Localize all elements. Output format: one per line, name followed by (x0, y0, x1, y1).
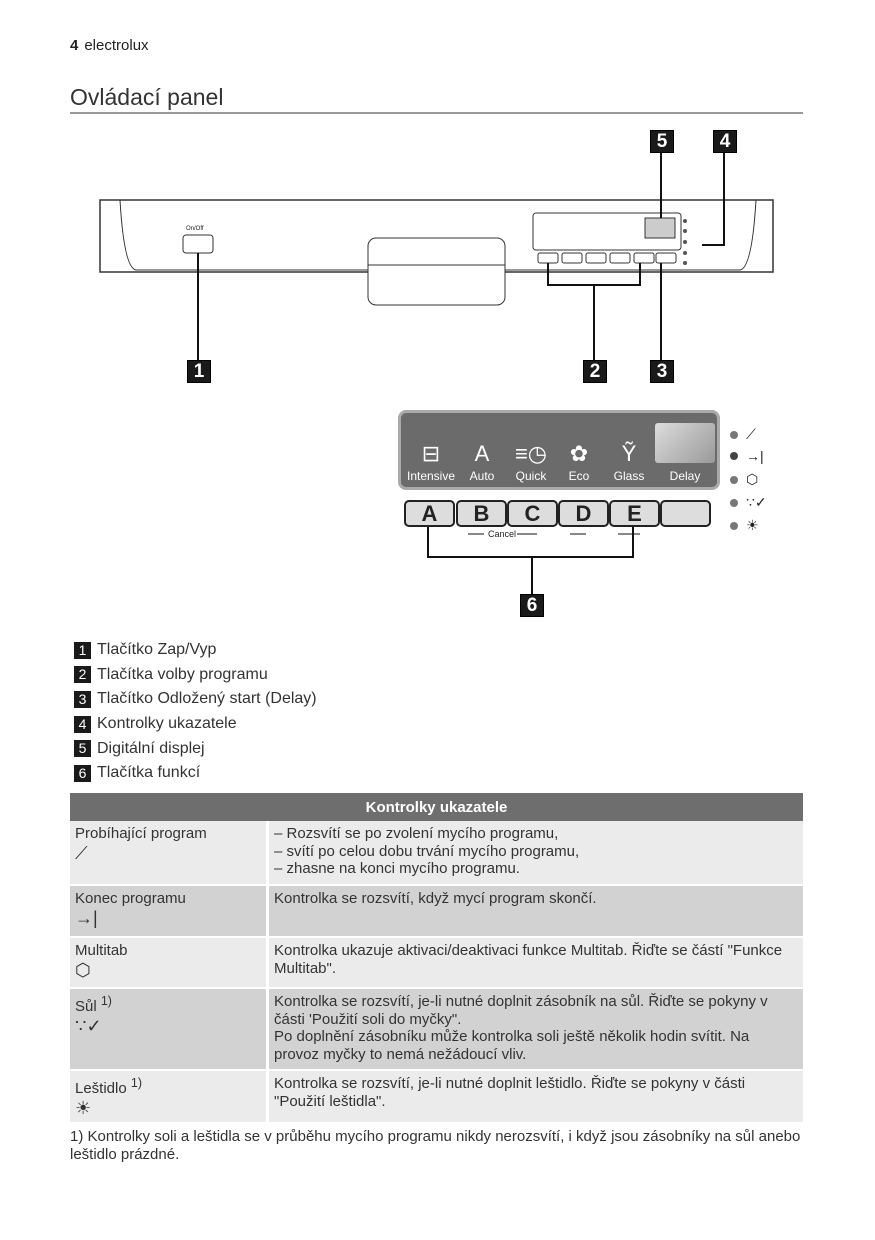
table-row: Leštidlo 1)☀Kontrolka se rozsvítí, je-li… (70, 1070, 803, 1124)
program-quick[interactable]: ≡◷Quick (505, 421, 557, 483)
brush-icon: ⟋ (75, 842, 88, 863)
indicator-salt: ∵✓ (730, 494, 767, 511)
rinse-aid-icon: ☀ (75, 1097, 92, 1118)
indicators-table: Kontrolky ukazatele Probíhající program⟋… (70, 793, 803, 1124)
multitab-icon: ⬡ (75, 959, 91, 980)
key-a[interactable]: A (404, 500, 455, 527)
end-arrow-icon: →| (746, 448, 764, 464)
callout-5: 5 (650, 130, 674, 153)
salt-icon: ∵✓ (746, 494, 767, 510)
end-arrow-icon: →| (75, 907, 98, 928)
indicator-program-running: ⟋ (730, 426, 756, 443)
dishwasher-panel-diagram (99, 150, 774, 360)
eco-flower-icon: ✿ (569, 441, 589, 466)
key-e[interactable]: E (609, 500, 660, 527)
key-d[interactable]: D (558, 500, 609, 527)
table-row: Multitab⬡Kontrolka ukazuje aktivaci/deak… (70, 937, 803, 989)
section-title: Ovládací panel (70, 84, 224, 110)
footnote: 1) Kontrolky soli a leštidla se v průběh… (70, 1128, 801, 1163)
key-delay[interactable] (660, 500, 711, 527)
key-b[interactable]: B (456, 500, 507, 527)
table-row: Probíhající program⟋– Rozsvítí se po zvo… (70, 821, 803, 886)
callout-lines (427, 527, 640, 594)
indicator-rinse-aid: ☀ (730, 517, 759, 534)
callout-2: 2 (583, 360, 607, 383)
quick-clock-icon: ≡◷ (514, 441, 548, 466)
cancel-label: Cancel (488, 529, 517, 539)
indicator-end: →| (730, 448, 764, 464)
program-eco[interactable]: ✿Eco (555, 421, 603, 483)
auto-icon: A (474, 441, 490, 466)
onoff-label: On/Off (186, 226, 204, 232)
program-intensive[interactable]: ⊟Intensive (403, 421, 459, 483)
table-row: Konec programu→|Kontrolka se rozsvítí, k… (70, 885, 803, 938)
multitab-icon: ⬡ (746, 471, 759, 487)
callout-4: 4 (713, 130, 737, 153)
callout-6: 6 (520, 594, 544, 617)
digital-display (655, 423, 715, 463)
table-row: Sůl 1)∵✓Kontrolka se rozsvítí, je-li nut… (70, 988, 803, 1071)
table-section: Kontrolky ukazatele Probíhající program⟋… (70, 793, 805, 1164)
callout-3: 3 (650, 360, 674, 383)
indicator-multitab: ⬡ (730, 471, 758, 488)
rinse-aid-icon: ☀ (746, 517, 759, 533)
title-rule (70, 112, 803, 114)
salt-icon: ∵✓ (75, 1015, 102, 1036)
glass-icon: Ỹ (621, 441, 637, 466)
key-c[interactable]: C (507, 500, 558, 527)
delay-label: Delay (669, 469, 701, 483)
brush-icon: ⟋ (746, 426, 756, 442)
table-header: Kontrolky ukazatele (70, 793, 803, 821)
pot-icon: ⊟ (421, 441, 441, 466)
onoff-button[interactable] (182, 234, 214, 254)
callout-1: 1 (187, 360, 211, 383)
